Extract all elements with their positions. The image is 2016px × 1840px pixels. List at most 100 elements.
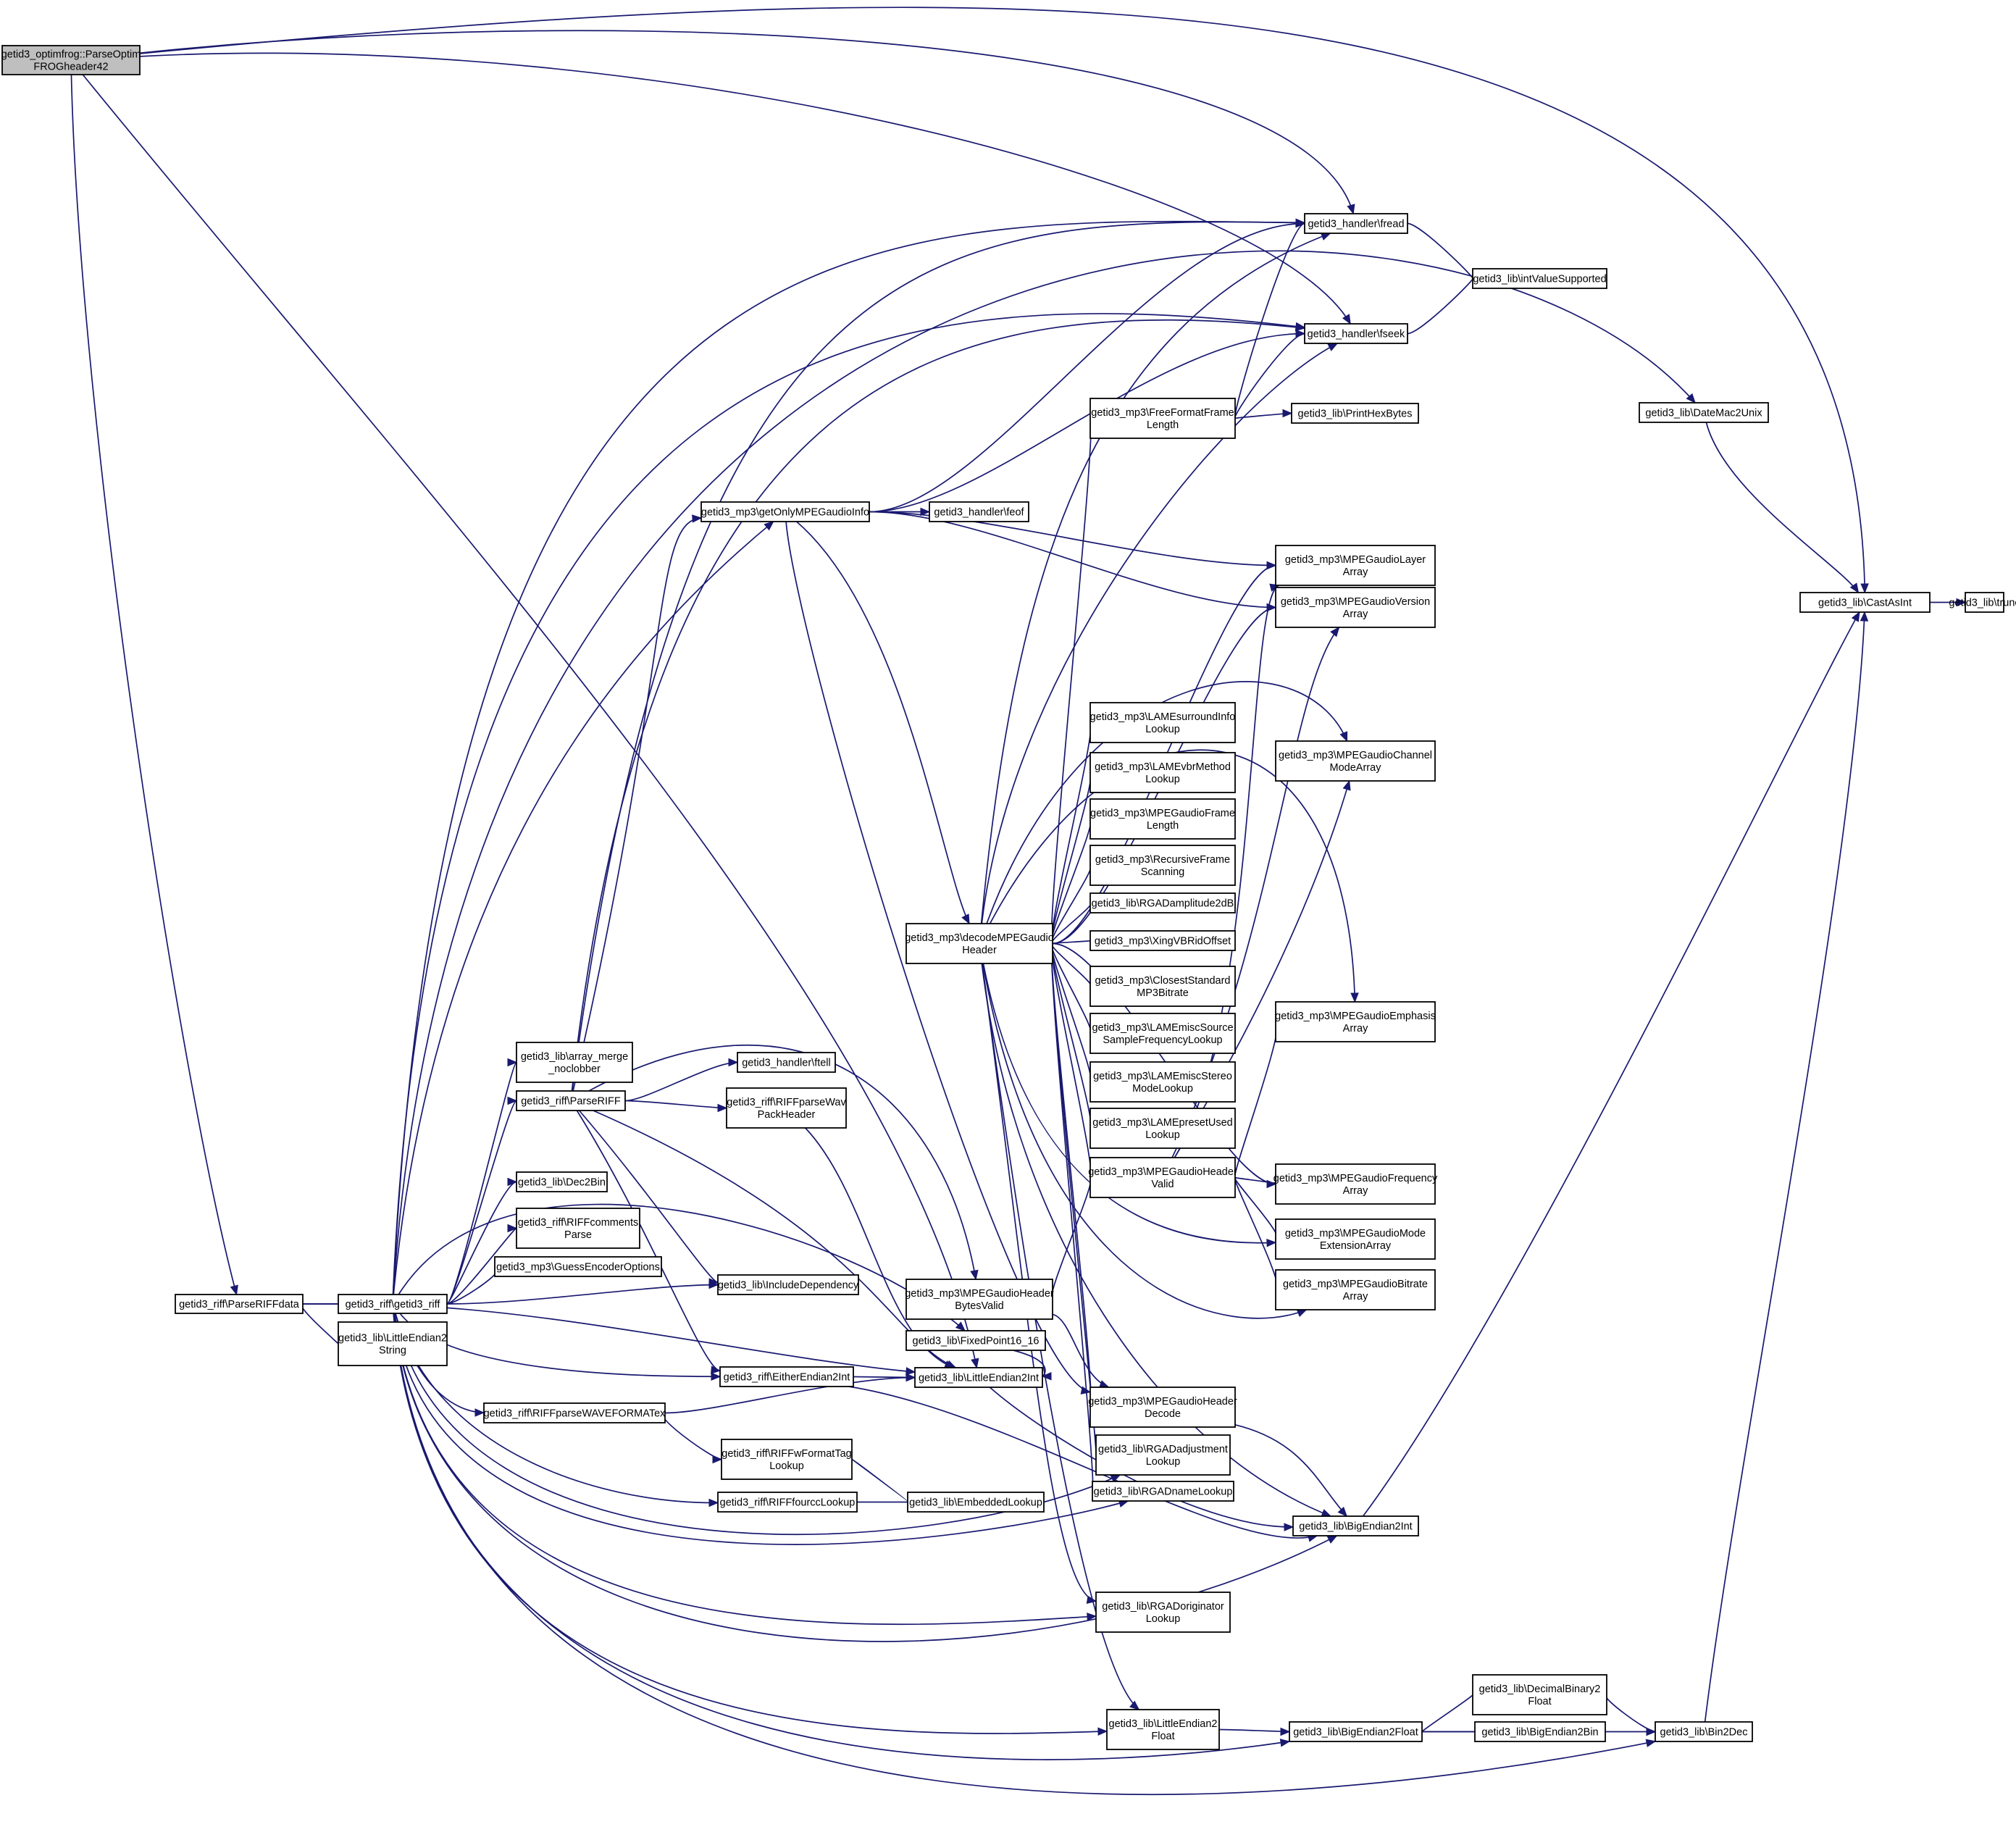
edge-parseriff-to-eitherendian bbox=[576, 1110, 722, 1374]
node-datemac[interactable]: getid3_lib\DateMac2Unix bbox=[1639, 402, 1769, 423]
node-intvalue[interactable]: getid3_lib\intValueSupported bbox=[1472, 268, 1607, 289]
node-includedep[interactable]: getid3_lib\IncludeDependency bbox=[717, 1274, 859, 1295]
arrowhead-icon bbox=[712, 1455, 723, 1464]
edge-root-to-castasint bbox=[139, 7, 1869, 594]
node-rgadamp[interactable]: getid3_lib\RGADamplitude2dB bbox=[1089, 892, 1236, 913]
node-rgadname[interactable]: getid3_lib\RGADnameLookup bbox=[1092, 1481, 1234, 1502]
node-castasint[interactable]: getid3_lib\CastAsInt bbox=[1799, 592, 1931, 613]
arrowhead-icon bbox=[905, 1367, 916, 1376]
node-label-line: getid3_lib\IncludeDependency bbox=[718, 1280, 859, 1292]
node-dec2bin[interactable]: getid3_lib\Dec2Bin bbox=[516, 1171, 608, 1192]
node-box bbox=[1275, 1001, 1436, 1042]
node-label-line: getid3_lib\BigEndian2Bin bbox=[1481, 1727, 1598, 1739]
edge-line bbox=[399, 1313, 721, 1378]
node-parseriffdata[interactable]: getid3_riff\ParseRIFFdata bbox=[175, 1294, 304, 1314]
node-guessenc[interactable]: getid3_mp3\GuessEncoderOptions bbox=[494, 1256, 662, 1277]
edge-getid3riff-to-getonlympeg bbox=[393, 521, 774, 1295]
node-box bbox=[719, 1366, 854, 1387]
edge-getid3riff-to-fixedpoint bbox=[398, 1203, 966, 1331]
arrowhead-icon bbox=[474, 1408, 485, 1417]
node-box bbox=[1291, 403, 1419, 424]
node-parseriff[interactable]: getid3_riff\ParseRIFF bbox=[516, 1090, 626, 1111]
node-be2bin[interactable]: getid3_lib\BigEndian2Bin bbox=[1474, 1721, 1606, 1742]
node-box bbox=[338, 1294, 448, 1314]
node-fixedpoint[interactable]: getid3_lib\FixedPoint16_16 bbox=[905, 1330, 1046, 1351]
node-embeddedlookup[interactable]: getid3_lib\EmbeddedLookup bbox=[907, 1492, 1045, 1513]
node-label-line: Lookup bbox=[1146, 1613, 1181, 1625]
node-label-line: Header bbox=[962, 945, 997, 956]
arrowhead-icon bbox=[728, 1058, 739, 1067]
node-label-line: getid3_handler\ftell bbox=[742, 1058, 831, 1069]
node-arraymerge[interactable]: getid3_lib\array_merge_noclobber bbox=[516, 1042, 633, 1083]
node-label-line: Array bbox=[1343, 1023, 1368, 1034]
node-ftell[interactable]: getid3_handler\ftell bbox=[737, 1052, 836, 1073]
node-fourcc[interactable]: getid3_riff\RIFFfourccLookup bbox=[717, 1492, 858, 1513]
node-label-line: Array bbox=[1343, 1185, 1368, 1197]
edge-getid3riff-to-riffcomments bbox=[446, 1224, 518, 1305]
node-trunc[interactable]: getid3_lib\trunc bbox=[1949, 592, 2016, 613]
node-box bbox=[1655, 1721, 1753, 1742]
arrowhead-icon bbox=[1280, 1727, 1291, 1736]
node-label-line: getid3_lib\PrintHexBytes bbox=[1298, 409, 1413, 420]
node-waveformatex[interactable]: getid3_riff\RIFFparseWAVEFORMATex bbox=[483, 1402, 666, 1423]
node-eitherendian[interactable]: getid3_riff\EitherEndian2Int bbox=[719, 1366, 854, 1387]
node-fread[interactable]: getid3_handler\fread bbox=[1304, 213, 1408, 234]
edge-line bbox=[1407, 222, 1473, 280]
edge-decodempeg-to-be2int bbox=[981, 963, 1332, 1517]
node-printhex[interactable]: getid3_lib\PrintHexBytes bbox=[1291, 403, 1419, 424]
node-bin2dec[interactable]: getid3_lib\Bin2Dec bbox=[1655, 1721, 1753, 1742]
node-be2float[interactable]: getid3_lib\BigEndian2Float bbox=[1289, 1721, 1423, 1742]
node-lamemiscsrc[interactable]: getid3_mp3\LAMEmiscSourceSampleFrequency… bbox=[1089, 1013, 1236, 1054]
node-label-line: getid3_lib\RGADoriginator bbox=[1102, 1601, 1224, 1613]
node-getid3riff[interactable]: getid3_riff\getid3_riff bbox=[338, 1294, 448, 1314]
arrowhead-icon bbox=[711, 1372, 722, 1381]
edge-line bbox=[664, 1376, 916, 1414]
node-getonlympeg[interactable]: getid3_mp3\getOnlyMPEGaudioInfo bbox=[700, 501, 870, 522]
node-label-line: getid3_lib\BigEndian2Int bbox=[1299, 1521, 1412, 1533]
arrowhead-icon bbox=[507, 1177, 518, 1187]
node-label-line: getid3_lib\FixedPoint16_16 bbox=[913, 1336, 1040, 1347]
node-le2int[interactable]: getid3_lib\LittleEndian2Int bbox=[914, 1367, 1043, 1388]
node-box bbox=[175, 1294, 304, 1314]
arrowhead-icon bbox=[1097, 1727, 1108, 1736]
node-xingvbr[interactable]: getid3_mp3\XingVBRidOffset bbox=[1089, 930, 1236, 951]
edge-line bbox=[661, 1412, 722, 1460]
arrowhead-icon bbox=[1296, 1309, 1308, 1318]
node-box bbox=[1089, 930, 1236, 951]
node-be2int[interactable]: getid3_lib\BigEndian2Int bbox=[1292, 1515, 1419, 1536]
node-box bbox=[700, 501, 870, 522]
node-fseek[interactable]: getid3_handler\fseek bbox=[1304, 323, 1408, 344]
node-box bbox=[1304, 213, 1408, 234]
edge-line bbox=[571, 221, 1305, 1092]
node-label-line: getid3_lib\EmbeddedLookup bbox=[909, 1497, 1042, 1509]
node-feof[interactable]: getid3_handler\feof bbox=[929, 501, 1029, 522]
